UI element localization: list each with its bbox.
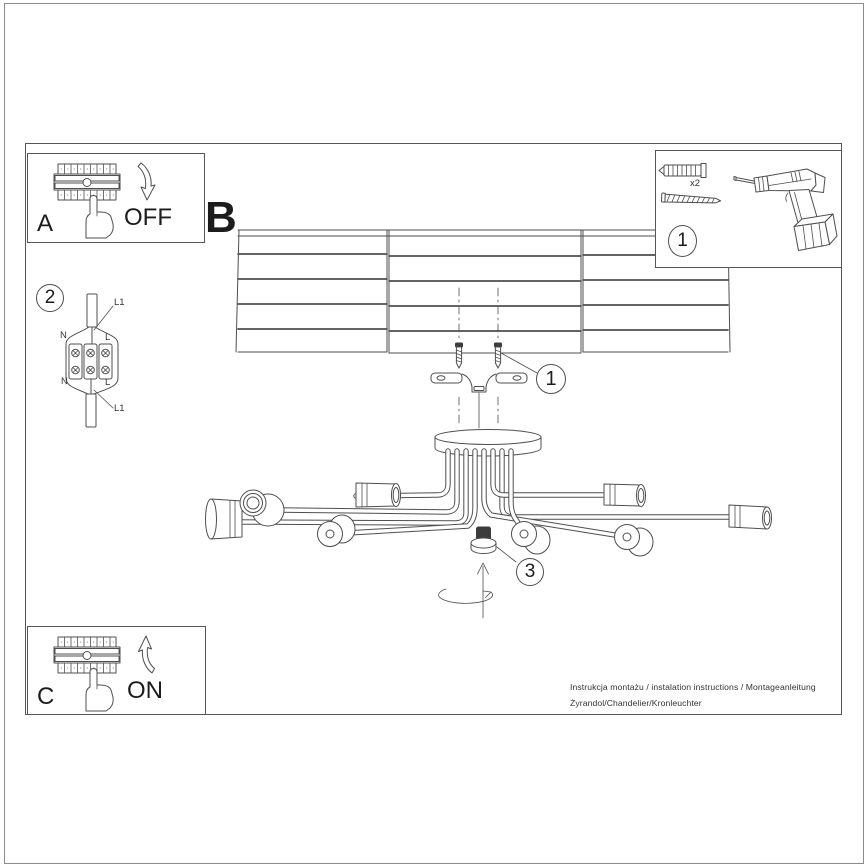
wire-label-n-bottom: N bbox=[61, 376, 68, 387]
wire-label-l1-top: L1 bbox=[114, 297, 125, 308]
arrow-up-icon bbox=[138, 635, 155, 674]
drill-icon bbox=[733, 168, 838, 251]
step-b-label: B bbox=[205, 193, 237, 242]
circuit-breaker-icon bbox=[53, 636, 121, 674]
step-c-panel: C ON bbox=[27, 626, 206, 715]
footer-line-2: Żyrandol/Chandelier/Kronleuchter bbox=[570, 698, 702, 708]
callout-3-thumb-screw: 3 bbox=[516, 558, 544, 586]
wire-label-l-bottom: L bbox=[105, 377, 111, 388]
callout-1-bracket: 1 bbox=[536, 364, 566, 394]
wall-plug-icon bbox=[658, 163, 707, 178]
lamp-sockets bbox=[205, 482, 772, 557]
drill-guide-lines bbox=[458, 287, 499, 425]
tools-panel: x2 1 bbox=[655, 150, 842, 268]
power-on-label: ON bbox=[127, 677, 163, 704]
footer-text: Instrukcja montażu / instalation instruc… bbox=[570, 679, 842, 711]
plug-quantity-label: x2 bbox=[690, 178, 701, 189]
wiring-diagram: L1 N L N L L1 bbox=[28, 278, 138, 438]
canopy-icon bbox=[434, 429, 542, 457]
chandelier-arms bbox=[235, 448, 732, 540]
pointing-hand-icon bbox=[85, 668, 114, 712]
power-off-label: OFF bbox=[124, 204, 172, 231]
supply-cable-bottom bbox=[85, 393, 97, 428]
wire-label-l1-bottom: L1 bbox=[114, 403, 125, 414]
callout-1-tools: 1 bbox=[668, 225, 697, 257]
supply-cable-top bbox=[86, 293, 98, 328]
circuit-breaker-icon bbox=[53, 163, 121, 201]
thumb-screw-icon bbox=[470, 526, 517, 563]
chandelier-mounting-illustration bbox=[205, 229, 772, 619]
pointing-hand-icon bbox=[85, 195, 114, 239]
mounting-bracket-icon bbox=[430, 352, 538, 429]
wire-label-l-top: L bbox=[105, 332, 111, 343]
breaker-switch-on-illustration bbox=[53, 635, 155, 712]
screw-icon bbox=[660, 192, 722, 204]
arrow-down-icon bbox=[137, 162, 156, 201]
footer-line-1: Instrukcja montażu / instalation instruc… bbox=[570, 682, 816, 692]
terminal-block-illustration bbox=[65, 293, 119, 428]
terminal-block-icon bbox=[68, 343, 113, 380]
wire-label-n-top: N bbox=[60, 330, 67, 341]
rotate-arrow-icon bbox=[438, 562, 493, 619]
step-c-letter: C bbox=[37, 683, 55, 710]
wires bbox=[65, 305, 119, 409]
mounting-screws-icon bbox=[455, 342, 502, 369]
step-a-letter: A bbox=[37, 210, 54, 237]
page-border bbox=[4, 3, 864, 864]
ceiling-planks-icon bbox=[235, 229, 731, 354]
callout-2-wiring: 2 bbox=[36, 284, 64, 312]
step-a-panel: A OFF bbox=[27, 153, 205, 243]
breaker-switch-off-illustration bbox=[53, 162, 156, 239]
tools-illustration bbox=[658, 163, 838, 251]
diagram-frame bbox=[25, 143, 842, 715]
